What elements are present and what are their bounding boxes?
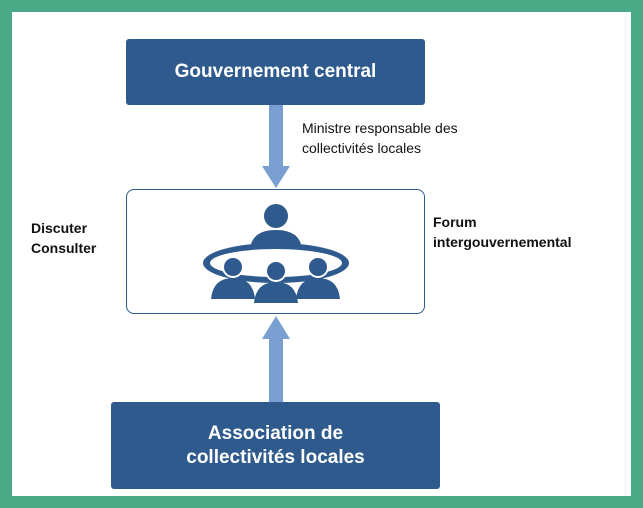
- discuss-consult-label: Discuter Consulter: [31, 220, 97, 256]
- central-government-box: Gouvernement central: [126, 39, 425, 105]
- diagram-canvas: Gouvernement central Ministre responsabl…: [12, 12, 631, 496]
- forum-label: Forum intergouvernemental: [433, 214, 572, 250]
- arrow-up-icon: [262, 316, 290, 402]
- diagram-graphics: [203, 105, 349, 402]
- central-government-label: Gouvernement central: [174, 61, 377, 82]
- local-authorities-association-box: Association de collectivités locales: [111, 402, 440, 489]
- arrow-down-icon: [262, 105, 290, 188]
- minister-label: Ministre responsable des collectivités l…: [302, 120, 458, 156]
- meeting-group-icon: [203, 204, 349, 303]
